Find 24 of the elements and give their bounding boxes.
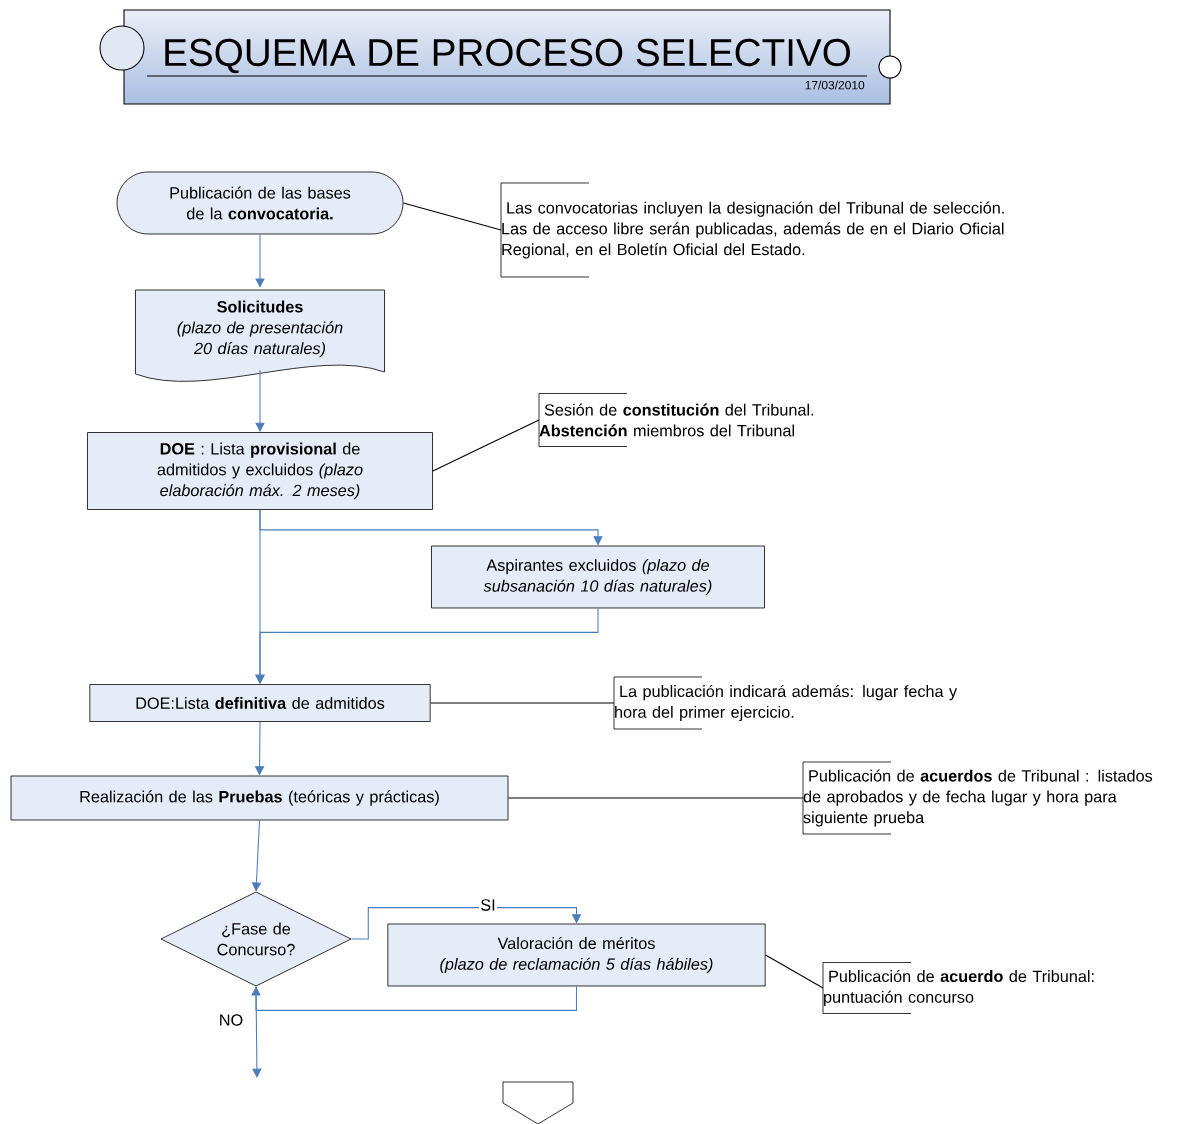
leader-line: [432, 419, 540, 472]
arrow: [251, 985, 578, 1011]
process-box: Valoración de méritos (plazo de reclamación 5 días hábiles): [387, 923, 766, 987]
off-page-connector: [502, 1081, 574, 1124]
leader-line: [402, 202, 502, 231]
arrow: [252, 985, 262, 1078]
process-box: Realización de las Pruebas (teóricas y prácticas): [10, 775, 509, 821]
arrow: [255, 233, 265, 288]
edge-label: NO: [217, 1012, 245, 1028]
annotation: La publicación indicará además: lugar fecha y hora del primer ejercicio.: [613, 676, 958, 730]
annotation: Publicación de acuerdos de Tribunal : listados de aprobados y de fecha lugar y hora para siguiente prueba: [802, 761, 1153, 835]
leader-line: [430, 702, 615, 704]
arrow: [251, 819, 262, 892]
edge-label: SI: [479, 897, 497, 913]
process-box: DOE:Lista definitiva de admitidos: [89, 684, 431, 722]
annotation: Publicación de acuerdo de Tribunal: puntuación concurso: [822, 962, 1094, 1014]
annotation: Las convocatorias incluyen la designación del Tribunal de selección. Las de acceso libre serán publicadas, además de en el Diario Oficial Regional, en el Boletín Oficial del Estado.: [500, 182, 1004, 278]
process-box: Aspirantes excluidos (plazo de subsanación 10 días naturales): [431, 545, 765, 609]
annotation: Sesión de constitución del Tribunal. Abstención miembros del Tribunal: [538, 393, 814, 447]
title-banner: ESQUEMA DE PROCESO SELECTIVO 17/03/2010: [99, 9, 902, 105]
leader-line: [507, 797, 804, 799]
process-box: DOE : Lista provisional de admitidos y excluidos (plazo elaboración máx. 2 meses): [87, 432, 433, 510]
arrow: [350, 907, 582, 940]
leader-line: [765, 954, 824, 989]
